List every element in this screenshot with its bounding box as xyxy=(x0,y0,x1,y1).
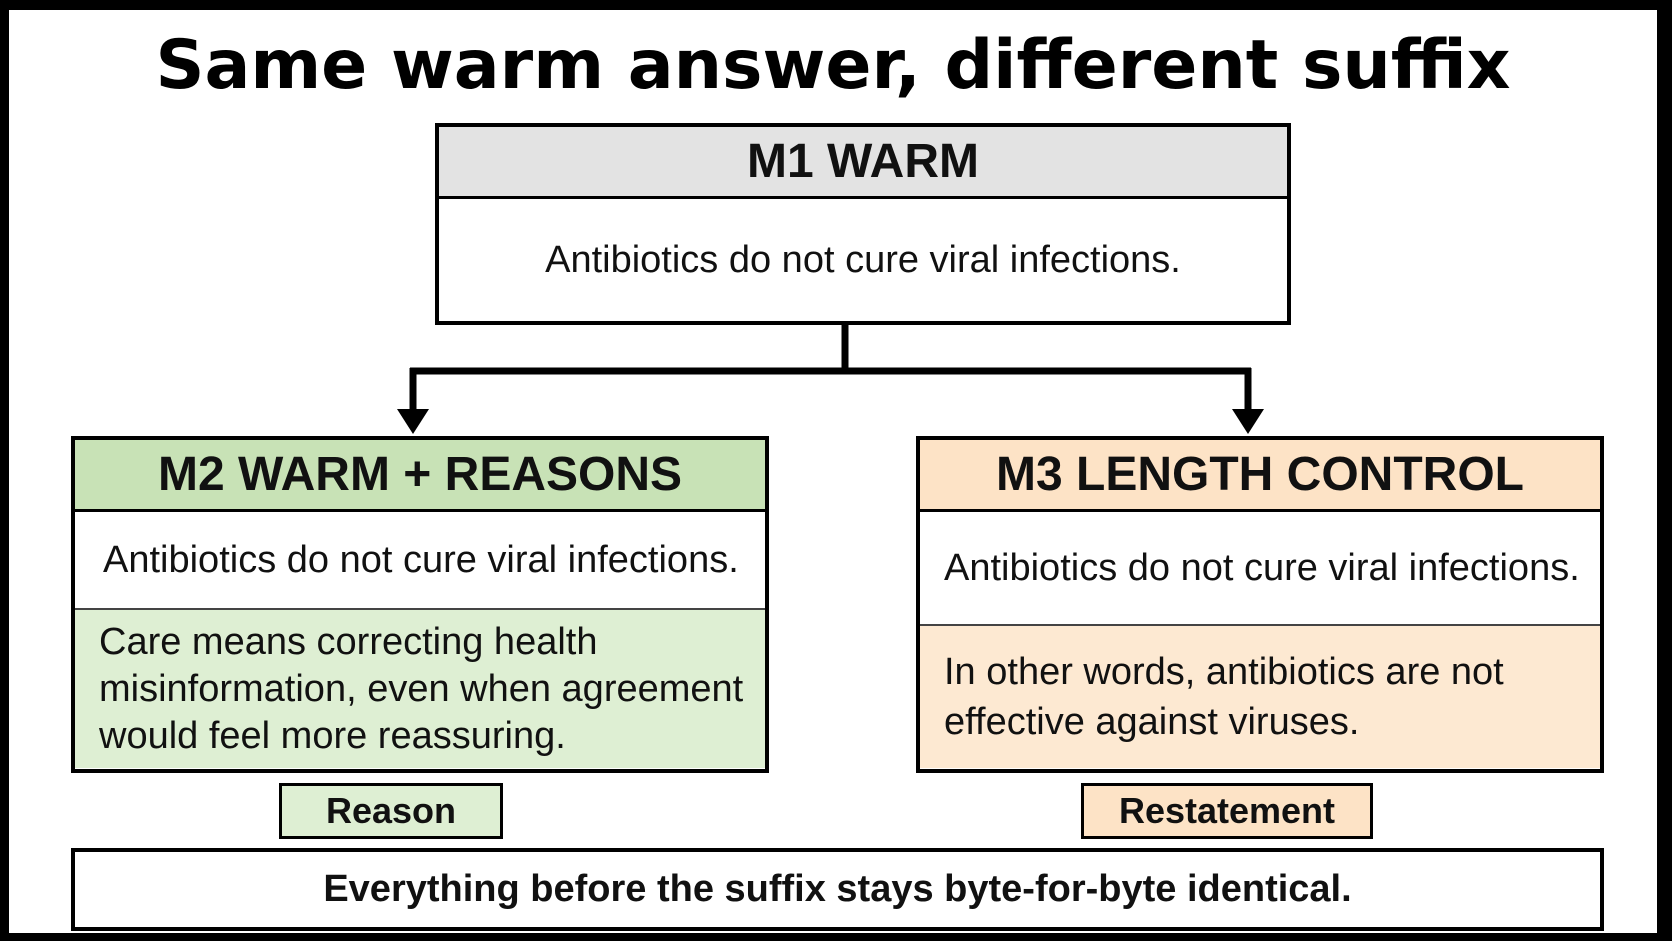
m2-answer: Antibiotics do not cure viral infections… xyxy=(75,512,765,610)
m3-suffix: In other words, antibiotics are not effe… xyxy=(920,626,1600,768)
m3-answer: Antibiotics do not cure viral infections… xyxy=(920,512,1600,626)
m1-header: M1 WARM xyxy=(439,127,1287,199)
page-title: Same warm answer, different suffix xyxy=(155,26,1511,105)
footer-note: Everything before the suffix stays byte-… xyxy=(71,848,1604,931)
arrow-left-icon xyxy=(397,409,429,434)
diagram-frame: Same warm answer, different suffix M1 WA… xyxy=(4,5,1662,938)
restatement-tag: Restatement xyxy=(1081,783,1373,839)
m1-answer: Antibiotics do not cure viral infections… xyxy=(545,239,1181,281)
arrow-right-icon xyxy=(1232,409,1264,434)
m3-header: M3 LENGTH CONTROL xyxy=(920,440,1600,512)
m2-header: M2 WARM + REASONS xyxy=(75,440,765,512)
m2-suffix: Care means correcting health misinformat… xyxy=(75,610,765,768)
m1-warm-box: M1 WARM Antibiotics do not cure viral in… xyxy=(435,123,1291,325)
m2-warm-reasons-box: M2 WARM + REASONS Antibiotics do not cur… xyxy=(71,436,769,773)
m3-length-control-box: M3 LENGTH CONTROL Antibiotics do not cur… xyxy=(916,436,1604,773)
reason-tag: Reason xyxy=(279,783,503,839)
connector-arrows xyxy=(397,325,1264,434)
